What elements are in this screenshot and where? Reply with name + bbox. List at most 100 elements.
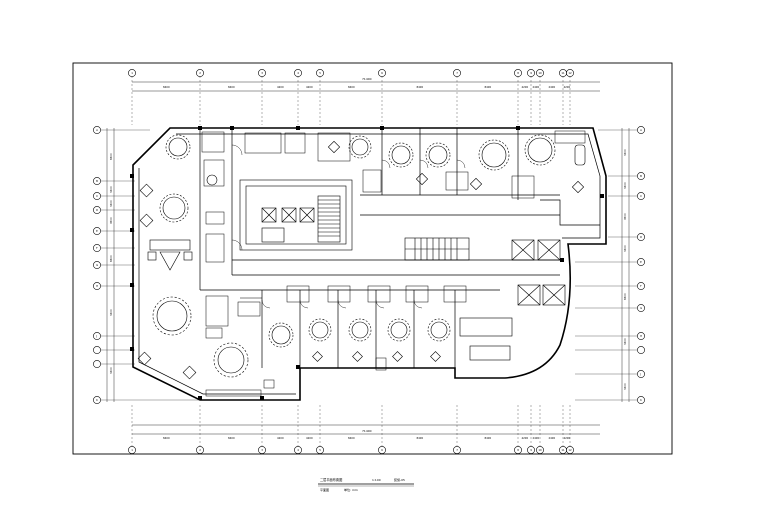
bottom-dimension-value: 8400 <box>484 437 492 440</box>
lounge-seating <box>137 140 586 380</box>
sheet-code: 装施-05 <box>394 478 405 482</box>
left-dimension-value: 3300 <box>110 186 113 193</box>
column-axis-label: 5 <box>319 448 321 452</box>
row-axis-label-right: B <box>640 174 642 178</box>
column-axis-label: 4 <box>297 71 299 75</box>
door-swings <box>231 144 466 309</box>
elevators <box>459 239 566 337</box>
overall-dimension-bottom: 71400 <box>362 429 372 433</box>
top-dimension-value: 8400 <box>163 86 170 89</box>
row-axis-label-left: A <box>96 128 98 132</box>
row-axis-label-left: B <box>96 179 98 183</box>
row-axis-label-left: F <box>96 246 98 250</box>
column-axis-label: 5 <box>319 71 321 75</box>
bottom-dimension-value: 8400 <box>163 437 170 440</box>
right-dimension-value: 3300 <box>624 383 627 390</box>
row-axis-label-right: D <box>640 235 643 239</box>
column-axis-label: 6 <box>381 448 383 452</box>
right-dimension-value: 3300 <box>624 182 627 189</box>
top-dimension-value: 4200 <box>277 86 284 89</box>
column-axis-label: 10 <box>538 448 542 452</box>
column-axis-label: 9 <box>530 71 532 75</box>
bottom-dimension-chain <box>132 424 600 435</box>
bottom-dimension-value: 2400 <box>548 437 556 440</box>
top-dimension-value: 4200 <box>521 86 529 89</box>
column-axis-label: 7 <box>456 448 458 452</box>
section-markers <box>130 126 604 400</box>
column-axis-label: 4 <box>297 448 299 452</box>
top-dimension-value: 8400 <box>228 86 235 89</box>
drawing-note: 单位: mm <box>344 488 358 492</box>
row-axis-bubbles <box>93 126 645 404</box>
bottom-dimension-value: 4200 <box>277 437 284 440</box>
row-axis-label-left: G <box>96 263 99 267</box>
left-dimension-value: 3300 <box>110 200 113 207</box>
row-axis-leaders <box>101 129 637 401</box>
drawing-title: 二层平面布置图 <box>320 478 343 482</box>
bottom-dimension-value: 8400 <box>348 437 355 440</box>
row-axis-label-right: F <box>640 284 642 288</box>
left-dimension-value: 3300 <box>110 367 113 374</box>
column-axis-label: 9 <box>530 448 532 452</box>
bottom-dimension-value: 4200 <box>563 437 571 440</box>
column-axis-label: 10 <box>538 71 542 75</box>
column-axis-label: 8 <box>517 71 519 75</box>
row-axis-label-left: K <box>96 398 98 402</box>
drawing-scale: 1:100 <box>372 478 381 482</box>
title-block-lines <box>318 483 414 487</box>
service-fixtures <box>201 130 586 397</box>
top-dimension-value: 4200 <box>306 86 313 89</box>
row-axis-label-left: H <box>96 284 99 288</box>
row-axis-label-right: E <box>640 260 642 264</box>
bottom-dimension-value: 8400 <box>228 437 235 440</box>
right-dimension-value: 3300 <box>624 338 627 345</box>
top-dimension-value: 8400 <box>348 86 355 89</box>
bottom-dimension-value: 8400 <box>416 437 424 440</box>
right-dimension-value: 6600 <box>624 293 627 300</box>
row-axis-label-right: H <box>640 334 643 338</box>
right-dimension-chain <box>621 128 630 402</box>
bottom-dimension-value: 2400 <box>532 437 540 440</box>
left-dimension-value: 6600 <box>110 255 113 262</box>
right-dimension-value: 3300 <box>624 245 627 252</box>
column-axis-bubbles <box>128 69 574 454</box>
stair-core <box>239 179 470 261</box>
bottom-dimension-value: 4200 <box>521 437 529 440</box>
sheet-border <box>72 62 673 455</box>
row-axis-label-left: E <box>96 229 98 233</box>
column-axis-label: 2 <box>199 71 201 75</box>
column-axis-label: 11 <box>561 448 565 452</box>
column-axis-label: 12 <box>568 71 572 75</box>
column-axis-label: 1 <box>131 448 133 452</box>
column-axis-label: 11 <box>561 71 565 75</box>
left-dimension-value: 6600 <box>110 153 113 160</box>
right-dimension-value: 4500 <box>624 213 627 220</box>
row-axis-label-right: C <box>640 194 642 198</box>
grid-lines <box>131 76 571 446</box>
drawing-sub-label: 平面图 <box>320 488 330 492</box>
column-axis-label: 1 <box>131 71 133 75</box>
overall-dimension-top: 71400 <box>362 77 372 81</box>
right-dimension-value: 3300 <box>624 149 627 156</box>
round-dining-tables <box>152 134 556 378</box>
left-dimension-value: 3300 <box>110 309 113 316</box>
column-axis-label: 8 <box>517 448 519 452</box>
column-axis-label: 3 <box>261 71 263 75</box>
bottom-dimension-value: 4200 <box>306 437 313 440</box>
column-axis-label: 6 <box>381 71 383 75</box>
top-dimension-chain <box>132 81 600 92</box>
column-axis-label: 2 <box>199 448 201 452</box>
column-axis-label: 7 <box>456 71 458 75</box>
top-dimension-value: 2400 <box>532 86 540 89</box>
row-axis-label-left: J <box>96 334 97 338</box>
top-dimension-value: 4200 <box>563 86 571 89</box>
column-axis-label: 12 <box>568 448 572 452</box>
row-axis-label-right: K <box>640 398 642 402</box>
row-axis-label-left: D <box>96 208 99 212</box>
row-axis-label-right: G <box>640 306 643 310</box>
inner-wall-lines <box>138 128 601 395</box>
top-dimension-value: 8400 <box>416 86 424 89</box>
row-axis-label-right: A <box>640 128 642 132</box>
row-axis-label-right: J <box>640 372 641 376</box>
